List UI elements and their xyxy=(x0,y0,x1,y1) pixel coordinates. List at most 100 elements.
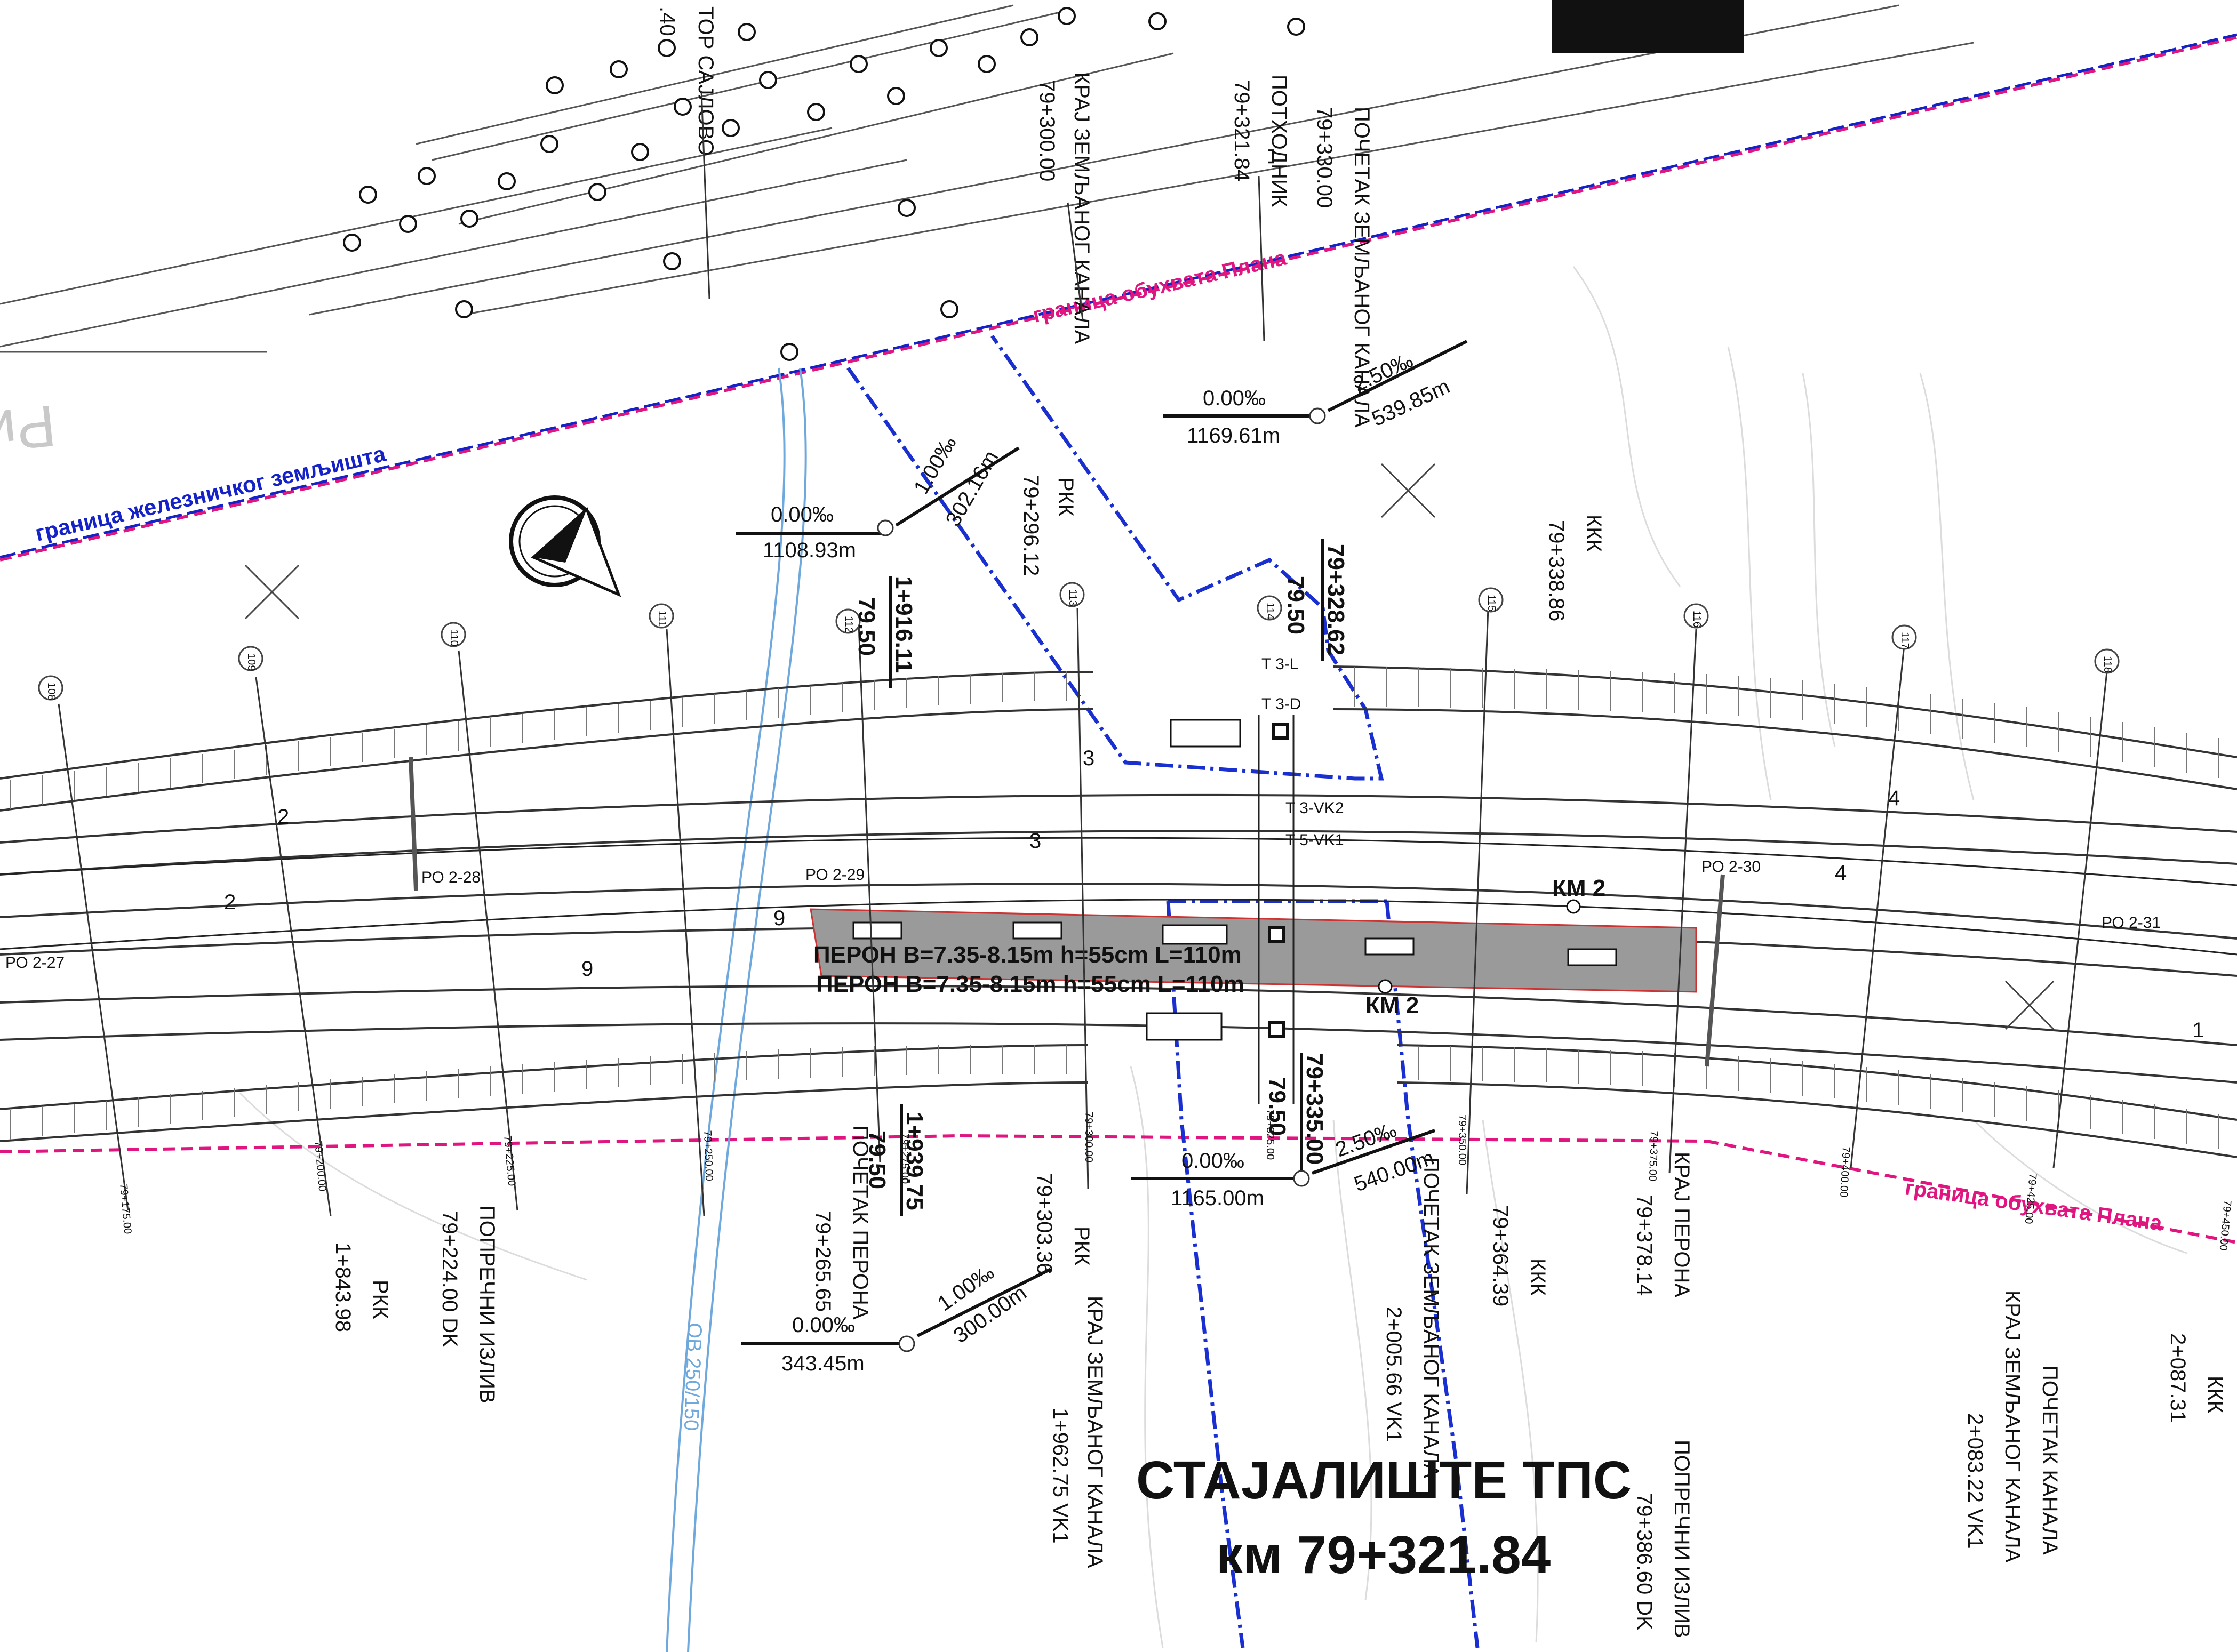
bottom-label-6b: 2+005.66 VK1 xyxy=(1382,1306,1405,1442)
bottom-label-4a: РКК xyxy=(1070,1226,1093,1266)
km-marker-bottom: КМ 2 xyxy=(1365,992,1419,1019)
underpass-shafts xyxy=(1268,723,1289,1038)
profile-lines xyxy=(58,607,2108,1216)
podhodnik-label: ПОТХОДНИК xyxy=(1267,75,1291,207)
vertical-v3: 1+939.75 79.50 xyxy=(864,1104,928,1216)
grade-top-g1-slope: 0.00‰ xyxy=(771,503,834,526)
vertical-v2-h: 79.50 xyxy=(1283,576,1309,635)
platform-label-outer: ПЕРОН B=7.35-8.15m h=55cm L=110m xyxy=(816,971,1244,997)
rail-boundary-line xyxy=(0,33,2237,559)
pocetak-kanala-top-km: 79+330.00 xyxy=(1313,107,1336,208)
grade-top-g1-length: 1108.93m xyxy=(763,539,856,562)
bottom-label-6a: ПОЧЕТАК ЗЕМЉАНОГ КАНАЛА xyxy=(1419,1157,1443,1478)
bottom-label-10b: КРАЈ ЗЕМЉАНОГ КАНАЛА xyxy=(2001,1290,2024,1563)
bottom-label-1b: 1+843.98 xyxy=(331,1242,355,1332)
grade-bottom-g7-slope: 0.00‰ xyxy=(1181,1149,1244,1173)
switch-label-4: T 5-VK1 xyxy=(1285,831,1344,849)
bottom-label-5a: КРАЈ ЗЕМЉАНОГ КАНАЛА xyxy=(1083,1296,1107,1568)
profile-number-markers xyxy=(38,582,2120,701)
chainage-12: 79+450.00 xyxy=(2217,1200,2233,1252)
pocetak-kanala-top: ПОЧЕТАК ЗЕМЉАНОГ КАНАЛА xyxy=(1350,107,1373,428)
track-label-3b: 3 xyxy=(1029,829,1041,853)
vertical-v3-h: 79.50 xyxy=(864,1130,890,1189)
chainage-4: 79+250.00 xyxy=(701,1130,715,1181)
platform-label-inner: ПЕРОН B=7.35-8.15m h=55cm L=110m xyxy=(813,942,1242,968)
upper-road xyxy=(0,4,1974,353)
profile-number-110: 110 xyxy=(448,629,460,646)
km-marker-top: КМ 2 xyxy=(1552,875,1605,901)
kraj-kanala-top-km: 79+300.00 xyxy=(1035,80,1059,181)
vertical-v1-h: 79.50 xyxy=(853,597,880,656)
grade-bottom-g7: 0.00‰ 1165.00m xyxy=(1131,1149,1310,1210)
bottom-label-12a: ККК xyxy=(2203,1376,2227,1414)
track-label-4a: 4 xyxy=(1888,787,1900,810)
grade-top-g4: 2.50‰ 539.85m xyxy=(1327,340,1468,431)
chainage-8: 79+350.00 xyxy=(1456,1114,1468,1165)
underpass-top-box xyxy=(1170,719,1241,748)
rail-boundary-label: граница железничког земљишта xyxy=(33,441,388,546)
km-marker-bottom-icon xyxy=(1378,979,1393,994)
underpass-bottom-box xyxy=(1146,1012,1223,1041)
track-label-2a: 2 xyxy=(277,805,289,829)
road-name: ТОР САЈЛОВО xyxy=(694,6,717,156)
kkk-top: ККК xyxy=(1582,515,1605,552)
catenary-poles xyxy=(409,757,1725,1067)
railway-corridor xyxy=(0,665,2237,1158)
po-labels: РО 2-27 РО 2-28 РО 2-29 РО 2-30 РО 2-31 xyxy=(5,858,2161,972)
po-label-1: РО 2-27 xyxy=(5,954,65,972)
vertical-v1-km: 1+916.11 xyxy=(891,576,917,673)
chainage-6: 79+300.00 xyxy=(1083,1112,1094,1162)
road-num: .40 xyxy=(656,6,679,36)
profile-number-114: 114 xyxy=(1264,603,1276,620)
platform-benches xyxy=(852,921,1617,966)
bottom-label-4b: 79+303.36 xyxy=(1033,1173,1056,1274)
title-line-1: СТАЈАЛИШТЕ ТПС xyxy=(1136,1450,1632,1510)
po-label-5: РО 2-31 xyxy=(2102,914,2161,932)
po-label-3: РО 2-29 xyxy=(805,866,865,884)
street-name: Римски xyxy=(0,392,59,479)
track-label-4b: 4 xyxy=(1835,861,1847,885)
switch-label-2: T 3-D xyxy=(1261,695,1301,713)
vertical-v4-h: 79.50 xyxy=(1264,1077,1290,1136)
track-label-9b: 9 xyxy=(581,957,593,981)
embankment-hatch xyxy=(10,667,2219,1149)
road-name-leader xyxy=(700,90,710,299)
bottom-label-1a: РКК xyxy=(369,1280,392,1319)
track-label-2b: 2 xyxy=(224,891,236,914)
track-label-1: 1 xyxy=(2192,1019,2204,1042)
bottom-labels: РКК 1+843.98 ПОПРЕЧНИ ИЗЛИВ 79+224.00 DK… xyxy=(331,1125,2227,1638)
rkk-top: РКК xyxy=(1054,477,1077,517)
profile-numbers: 108 109 110 111 112 113 114 115 116 117 … xyxy=(45,589,2113,700)
track-labels: 2 2 3 3 9 9 4 4 1 xyxy=(224,747,2204,1042)
profile-number-115: 115 xyxy=(1485,595,1497,612)
kkk-top-km: 79+338.86 xyxy=(1545,520,1568,621)
chainage-7: 79+325.00 xyxy=(1264,1109,1276,1160)
switch-label-1: T 3-L xyxy=(1261,655,1298,673)
vertical-v4: 79+335.00 79.50 xyxy=(1264,1053,1328,1173)
bottom-label-7a: ККК xyxy=(1526,1258,1549,1296)
vertical-v4-km: 79+335.00 xyxy=(1301,1053,1328,1165)
po-label-4: РО 2-30 xyxy=(1701,858,1761,876)
track-label-3a: 3 xyxy=(1083,747,1094,770)
underpass-walls xyxy=(1258,715,1295,1104)
cross-markers xyxy=(244,463,2055,1030)
grade-top-g1: 0.00‰ 1108.93m xyxy=(736,503,894,562)
building xyxy=(1552,0,1744,53)
chainage-10: 79+400.00 xyxy=(1837,1146,1852,1198)
bottom-label-11a: 2+083.22 VK1 xyxy=(1963,1413,1987,1549)
title-line-2: км 79+321.84 xyxy=(1216,1525,1551,1585)
grade-top-g2: 1.00‰ 302.16m xyxy=(895,432,1020,531)
km-marker-top-icon xyxy=(1566,899,1581,914)
plan-boundary-label-top: граница обухвата Плана xyxy=(1030,246,1289,327)
chainage-9: 79+375.00 xyxy=(1647,1130,1660,1182)
bottom-label-3b: 79+265.65 xyxy=(811,1210,835,1312)
switch-labels: T 3-L T 3-D T 3-VK2 T 5-VK1 xyxy=(1261,655,1344,849)
grade-top-g3-slope: 0.00‰ xyxy=(1203,387,1266,410)
podhodnik-km: 79+321.84 xyxy=(1230,80,1253,181)
bottom-label-2b: 79+224.00 DK xyxy=(438,1210,461,1348)
trees xyxy=(343,7,1305,361)
bottom-label-5b: 1+962.75 VK1 xyxy=(1049,1408,1072,1544)
bottom-label-9a: ПОПРЕЧНИ ИЗЛИВ xyxy=(1670,1440,1693,1638)
drainage-channels xyxy=(846,334,1480,1648)
